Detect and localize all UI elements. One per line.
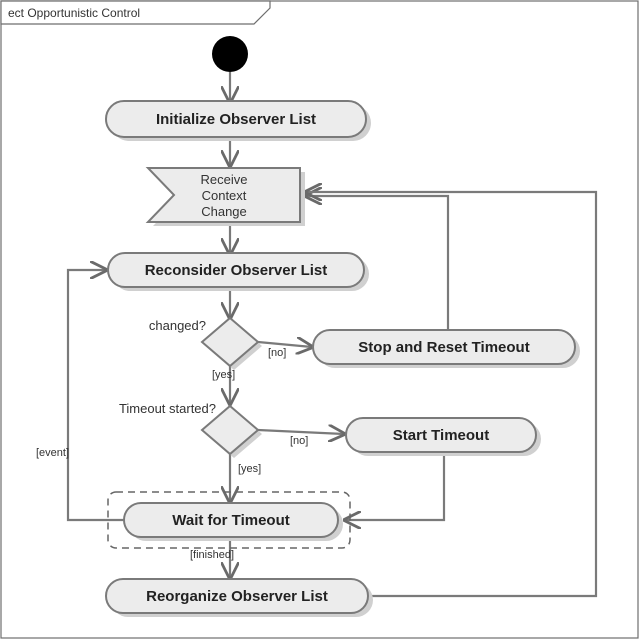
decision-changed-label: changed? [149,318,206,333]
edge-changed-no-to-stop [257,342,312,347]
guard-no-changed: [no] [268,347,286,359]
node-reconsider-observer-list: Reconsider Observer List [107,252,369,291]
edge-stop-to-receive [306,196,450,330]
edges [66,72,598,598]
edge-start-to-wait [345,452,446,520]
node-initialize-label: Initialize Observer List [156,111,316,128]
node-stop-reset-label: Stop and Reset Timeout [358,339,529,356]
decision-timeout-started: Timeout started? [119,401,262,458]
node-stop-and-reset-timeout: Stop and Reset Timeout [312,329,580,368]
receive-line-1: Receive [201,172,248,187]
edge-timeout-no-to-start [257,430,344,434]
guard-yes-changed: [yes] [212,369,235,381]
node-receive-context-change: Receive Context Change [145,167,305,226]
node-initialize-observer-list: Initialize Observer List [105,100,371,141]
guard-no-timeout: [no] [290,435,308,447]
node-start-timeout-label: Start Timeout [393,427,489,444]
title-tab [0,0,271,25]
guard-finished: [finished] [190,549,234,561]
edge-wait-event-to-reconsider [66,270,124,522]
guard-event: [event] [36,447,69,459]
receive-line-2: Context [202,188,247,203]
interruptible-region [107,491,351,549]
diagram-title: ect Opportunistic Control [8,6,140,20]
receive-line-3: Change [201,204,247,219]
node-reorganize-observer-list: Reorganize Observer List [105,578,373,617]
node-wait-for-timeout: Wait for Timeout [123,502,343,541]
edge-reorganize-to-receive [306,192,598,598]
node-reorganize-label: Reorganize Observer List [146,588,328,605]
node-start-timeout: Start Timeout [345,417,541,456]
decision-timeout-label: Timeout started? [119,401,216,416]
start-node [212,36,248,72]
node-wait-label: Wait for Timeout [172,512,290,529]
node-reconsider-label: Reconsider Observer List [145,262,328,279]
guard-yes-timeout: [yes] [238,463,261,475]
decision-changed: changed? [149,316,262,370]
